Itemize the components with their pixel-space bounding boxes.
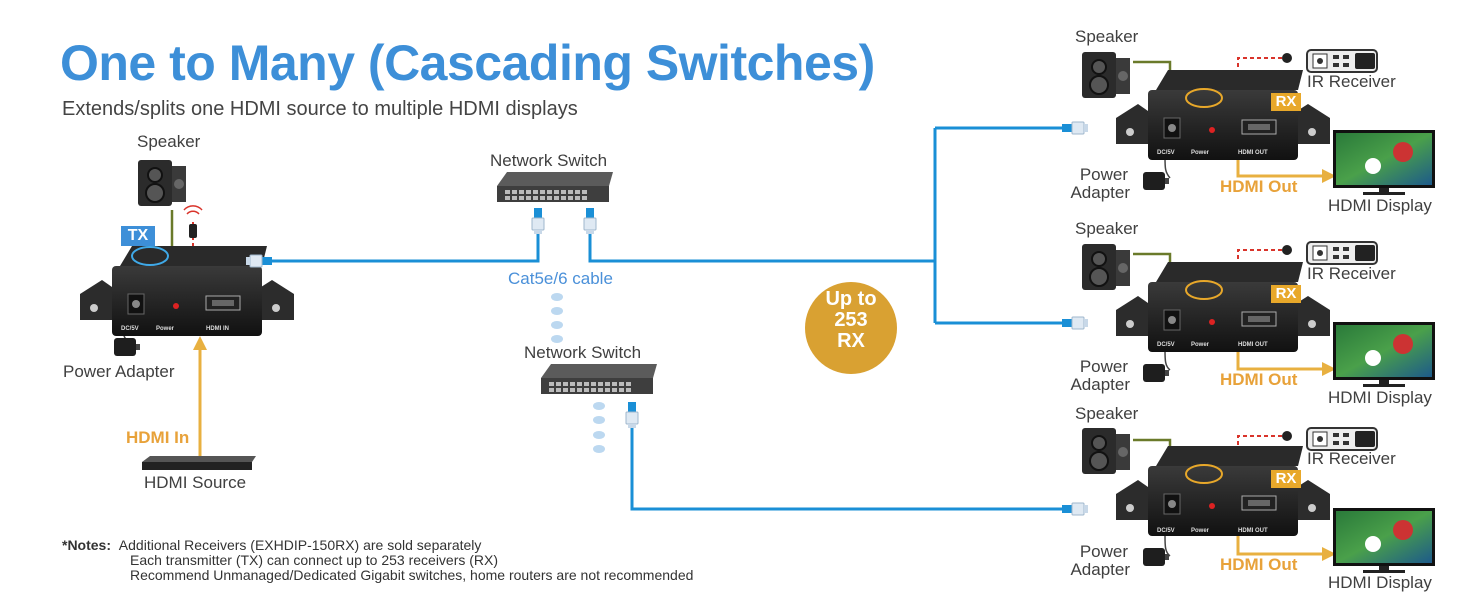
capacity-line-1: Up to	[825, 288, 877, 310]
rx2-hdmi-out-cable	[1236, 350, 1325, 371]
rx1-speaker-icon	[1081, 51, 1131, 99]
rx2-hdmi-port-label: HDMI OUT	[1238, 342, 1268, 348]
hdmi-source-label: HDMI Source	[144, 473, 247, 492]
switch-to-rx-trunk	[588, 232, 935, 263]
tx-speaker-label: Speaker	[137, 132, 201, 151]
rx1-adapter-label: Adapter	[1070, 183, 1130, 202]
network-switch-top-icon	[497, 172, 613, 202]
rx3-hdmi-out-cable	[1236, 536, 1325, 556]
tx-to-switch-cable	[272, 232, 540, 263]
rx3-power-label: Power	[1079, 542, 1128, 561]
rx2-power-led-label: Power	[1191, 342, 1210, 348]
rx3-badge: RX	[1271, 470, 1301, 488]
rx1-ir-eye-icon	[1282, 53, 1292, 63]
rx2-ir-remote-icon	[1306, 241, 1378, 265]
rx2-dc-label: DC/5V	[1157, 342, 1175, 348]
switch2-to-rx3-cable	[630, 426, 1062, 511]
network-switch-top-label: Network Switch	[490, 151, 608, 170]
page-subtitle: Extends/splits one HDMI source to multip…	[62, 98, 578, 120]
capacity-line-3: RX	[837, 330, 865, 352]
rx3-display-icon	[1333, 508, 1435, 573]
rx3-rj45-icon	[1061, 502, 1089, 516]
rx2-power-adapter-icon	[1143, 364, 1169, 382]
hdmi-source-icon	[142, 456, 256, 470]
page-title: One to Many (Cascading Switches)	[60, 35, 875, 91]
tx-ir-emitter-icon	[183, 205, 203, 238]
rx3-dc-label: DC/5V	[1157, 528, 1175, 534]
rx3-ir-remote-icon	[1306, 427, 1378, 451]
rx2-badge: RX	[1271, 285, 1301, 303]
tx-rj45-connector-icon	[245, 254, 273, 268]
tx-power-adapter-label: Power Adapter	[63, 362, 175, 381]
notes-line-2: Each transmitter (TX) can connect up to …	[130, 552, 499, 568]
rx1-speaker-label: Speaker	[1075, 27, 1139, 46]
notes-prefix: *Notes:	[62, 537, 112, 553]
switch-top-port-a-icon	[531, 207, 545, 235]
rx3-speaker-label: Speaker	[1075, 404, 1139, 423]
rx3-hdmi-port-label: HDMI OUT	[1238, 528, 1268, 534]
rx1-badge: RX	[1271, 93, 1301, 111]
rx2-speaker-icon	[1081, 243, 1131, 291]
rx1-hdmi-out-label: HDMI Out	[1220, 177, 1298, 196]
rx1-power-adapter-icon	[1143, 172, 1169, 190]
capacity-line-2: 253	[834, 309, 868, 331]
cable-type-label: Cat5e/6 cable	[508, 269, 613, 288]
rx1-hdmi-out-cable	[1236, 157, 1325, 178]
tx-power-led-label: Power	[156, 326, 175, 332]
rx2-display-label: HDMI Display	[1328, 388, 1432, 407]
rx1-extender-icon	[1115, 69, 1331, 161]
rx3-ir-receiver-label: IR Receiver	[1307, 449, 1396, 468]
rx2-power-label: Power	[1079, 357, 1128, 376]
rx3-ir-eye-icon	[1282, 431, 1292, 441]
hdmi-cables	[198, 157, 1325, 556]
rx1-ir-remote-icon	[1306, 49, 1378, 73]
tx-speaker-icon	[137, 159, 187, 207]
notes-block: *Notes: Additional Receivers (EXHDIP-150…	[62, 538, 693, 583]
rx3-speaker-icon	[1081, 427, 1131, 475]
rx1-ir-receiver-label: IR Receiver	[1307, 72, 1396, 91]
rx3-adapter-label: Adapter	[1070, 560, 1130, 579]
rx1-power-label: Power	[1079, 165, 1128, 184]
switch-bottom-port-icon	[625, 401, 639, 429]
rx3-display-label: HDMI Display	[1328, 573, 1432, 592]
tx-dc-label: DC/5V	[121, 326, 139, 332]
rx1-display-icon	[1333, 130, 1435, 195]
rx3-power-led-label: Power	[1191, 528, 1210, 534]
capacity-badge: Up to 253 RX	[805, 282, 897, 374]
rx1-dc-label: DC/5V	[1157, 150, 1175, 156]
rx2-hdmi-out-label: HDMI Out	[1220, 370, 1298, 389]
hdmi-in-label: HDMI In	[126, 428, 190, 447]
rx2-extender-icon	[1115, 261, 1331, 353]
rx2-ir-receiver-label: IR Receiver	[1307, 264, 1396, 283]
cascade-dots	[551, 293, 605, 453]
network-cables	[272, 126, 1062, 511]
notes-line-3: Recommend Unmanaged/Dedicated Gigabit sw…	[130, 567, 694, 583]
rx3-hdmi-out-label: HDMI Out	[1220, 555, 1298, 574]
network-switch-bottom-label: Network Switch	[524, 343, 642, 362]
network-switch-bottom-icon	[541, 364, 657, 394]
switch-top-port-b-icon	[583, 207, 597, 235]
tx-hdmi-port-label: HDMI IN	[206, 326, 229, 332]
rx1-rj45-icon	[1061, 121, 1089, 135]
tx-power-adapter-icon	[114, 338, 140, 356]
rx2-speaker-label: Speaker	[1075, 219, 1139, 238]
notes-line-1: Additional Receivers (EXHDIP-150RX) are …	[118, 537, 482, 553]
power-cords	[123, 156, 1171, 557]
tx-badge: TX	[121, 226, 155, 246]
rx3-power-adapter-icon	[1143, 548, 1169, 566]
rx2-adapter-label: Adapter	[1070, 375, 1130, 394]
rx2-rj45-icon	[1061, 316, 1089, 330]
rx1-hdmi-port-label: HDMI OUT	[1238, 150, 1268, 156]
rx2-ir-eye-icon	[1282, 245, 1292, 255]
rx2-display-icon	[1333, 322, 1435, 387]
rx3-extender-icon	[1115, 445, 1331, 537]
rx1-power-led-label: Power	[1191, 150, 1210, 156]
rx1-display-label: HDMI Display	[1328, 196, 1432, 215]
